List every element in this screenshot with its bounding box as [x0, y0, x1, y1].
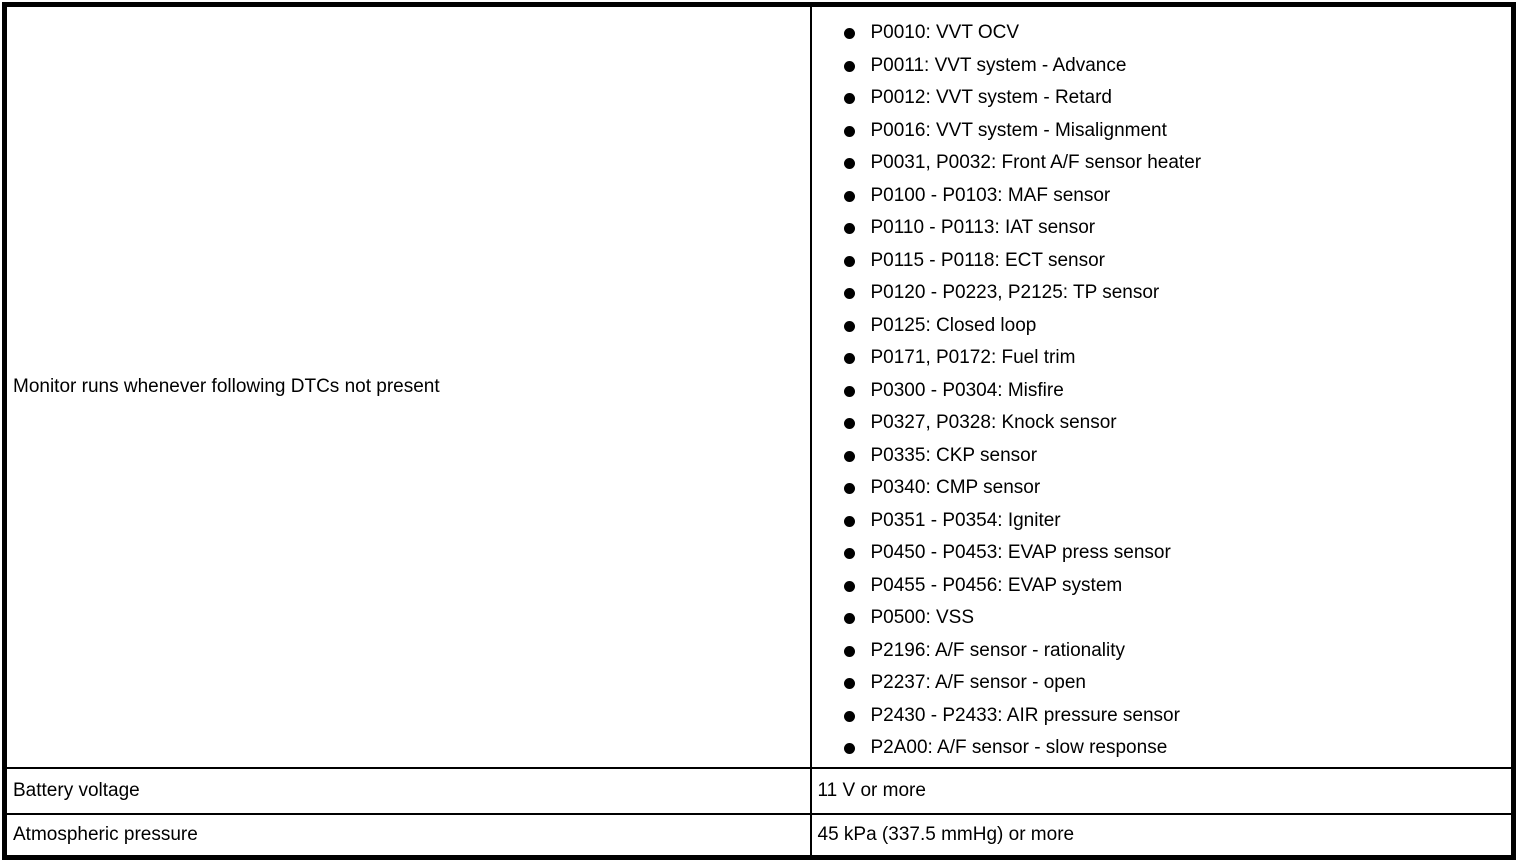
dtc-list-item: P0031, P0032: Front A/F sensor heater [843, 147, 1508, 180]
dtc-list-item: P0011: VVT system - Advance [843, 50, 1508, 83]
dtc-list-item: P0115 - P0118: ECT sensor [843, 245, 1508, 278]
dtc-list-item: P0100 - P0103: MAF sensor [843, 180, 1508, 213]
dtc-list-item: P0012: VVT system - Retard [843, 82, 1508, 115]
dtc-list-item: P0110 - P0113: IAT sensor [843, 212, 1508, 245]
dtc-list-item: P0327, P0328: Knock sensor [843, 407, 1508, 440]
table-row-atmospheric-pressure: Atmospheric pressure 45 kPa (337.5 mmHg)… [3, 812, 1515, 859]
dtc-list-item: P2A00: A/F sensor - slow response [843, 732, 1508, 765]
dtc-list-item: P2196: A/F sensor - rationality [843, 635, 1508, 668]
table-row-battery-voltage: Battery voltage 11 V or more [3, 766, 1515, 815]
dtc-list-item: P0335: CKP sensor [843, 440, 1508, 473]
dtc-list-item: P0016: VVT system - Misalignment [843, 115, 1508, 148]
dtc-list-item: P0120 - P0223, P2125: TP sensor [843, 277, 1508, 310]
dtc-list-item: P0455 - P0456: EVAP system [843, 570, 1508, 603]
dtc-list-item: P0351 - P0354: Igniter [843, 505, 1508, 538]
dtc-list-item: P0450 - P0453: EVAP press sensor [843, 537, 1508, 570]
table-row-dtc-conditions: Monitor runs whenever following DTCs not… [3, 3, 1515, 769]
dtc-list-item: P0125: Closed loop [843, 310, 1508, 343]
dtc-list-item: P2430 - P2433: AIR pressure sensor [843, 700, 1508, 733]
condition-label: Atmospheric pressure [3, 812, 812, 859]
dtc-list-item: P0171, P0172: Fuel trim [843, 342, 1508, 375]
dtc-list-item: P0300 - P0304: Misfire [843, 375, 1508, 408]
condition-value: 11 V or more [809, 766, 1515, 815]
dtc-list-item: P0500: VSS [843, 602, 1508, 635]
condition-value: 45 kPa (337.5 mmHg) or more [809, 812, 1515, 859]
condition-label: Battery voltage [3, 766, 812, 815]
dtc-list-item: P2237: A/F sensor - open [843, 667, 1508, 700]
dtc-list-item: P0340: CMP sensor [843, 472, 1508, 505]
condition-label: Monitor runs whenever following DTCs not… [3, 3, 812, 769]
dtc-list-item: P0010: VVT OCV [843, 17, 1508, 50]
